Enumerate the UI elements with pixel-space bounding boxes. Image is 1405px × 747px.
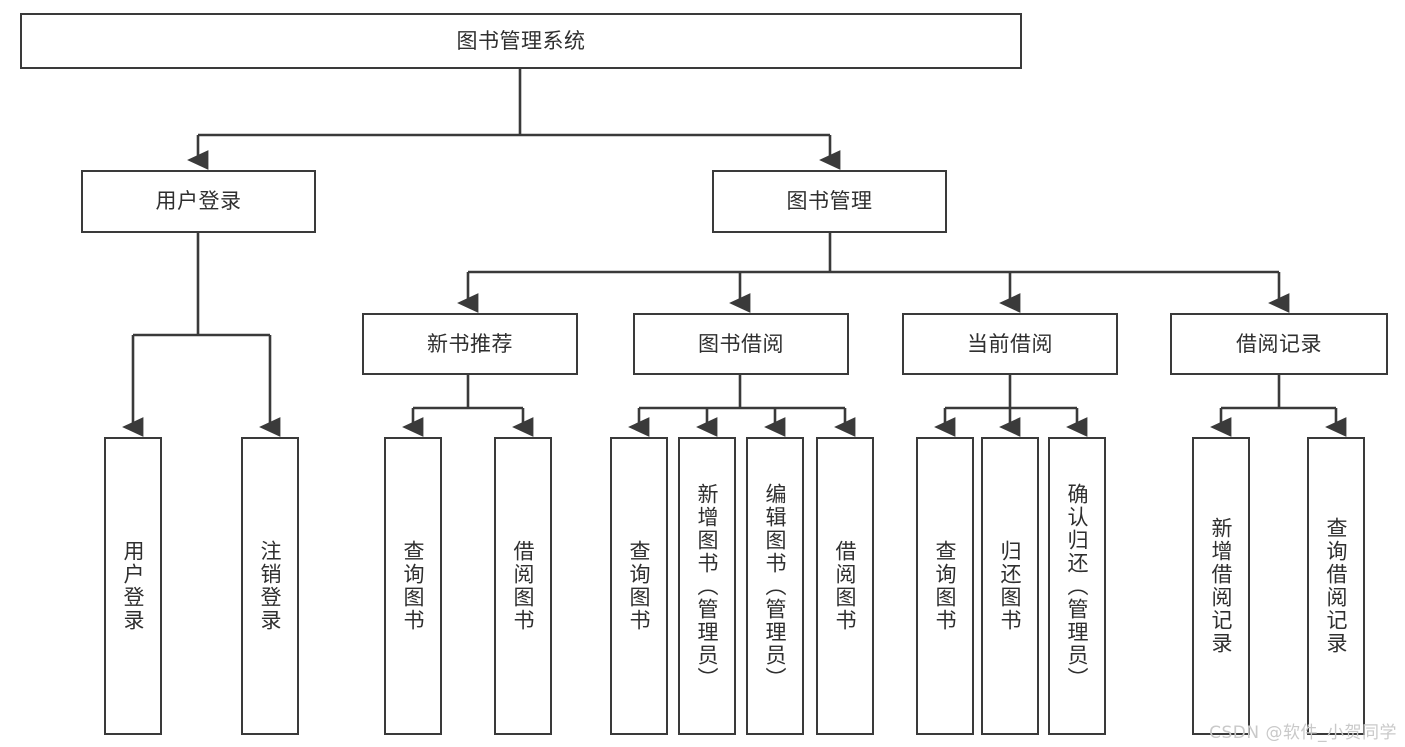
- node-new-book-rec[interactable]: 新书推荐: [362, 313, 578, 375]
- leaf-query-book-1-label: 查询图书: [401, 540, 426, 632]
- leaf-edit-book-label: 编辑图书（管理员）: [763, 482, 788, 690]
- leaf-return-book[interactable]: 归还图书: [981, 437, 1039, 735]
- node-book-manage-label: 图书管理: [786, 189, 873, 214]
- node-borrow-record-label: 借阅记录: [1236, 331, 1322, 356]
- leaf-add-book-label: 新增图书（管理员）: [695, 482, 720, 690]
- leaf-confirm-return[interactable]: 确认归还（管理员）: [1048, 437, 1106, 735]
- leaf-confirm-return-label: 确认归还（管理员）: [1065, 482, 1090, 690]
- node-user-login-label: 用户登录: [155, 189, 242, 214]
- node-book-borrow-label: 图书借阅: [698, 331, 784, 356]
- leaf-query-book-2[interactable]: 查询图书: [610, 437, 668, 735]
- leaf-edit-book[interactable]: 编辑图书（管理员）: [746, 437, 804, 735]
- leaf-borrow-book-1[interactable]: 借阅图书: [494, 437, 552, 735]
- leaf-user-logout-label: 注销登录: [258, 540, 283, 632]
- node-root-label: 图书管理系统: [456, 28, 586, 53]
- leaf-return-book-label: 归还图书: [998, 540, 1023, 632]
- node-current-borrow[interactable]: 当前借阅: [902, 313, 1118, 375]
- leaf-query-book-1[interactable]: 查询图书: [384, 437, 442, 735]
- leaf-borrow-book-2-label: 借阅图书: [833, 540, 858, 632]
- node-new-book-rec-label: 新书推荐: [427, 331, 513, 356]
- leaf-query-book-2-label: 查询图书: [627, 540, 652, 632]
- leaf-add-record-label: 新增借阅记录: [1209, 517, 1234, 655]
- leaf-borrow-book-2[interactable]: 借阅图书: [816, 437, 874, 735]
- node-book-manage[interactable]: 图书管理: [712, 170, 947, 233]
- leaf-user-logout[interactable]: 注销登录: [241, 437, 299, 735]
- node-current-borrow-label: 当前借阅: [967, 331, 1053, 356]
- leaf-query-book-3-label: 查询图书: [933, 540, 958, 632]
- node-root[interactable]: 图书管理系统: [20, 13, 1022, 69]
- leaf-add-record[interactable]: 新增借阅记录: [1192, 437, 1250, 735]
- node-user-login[interactable]: 用户登录: [81, 170, 316, 233]
- leaf-borrow-book-1-label: 借阅图书: [511, 540, 536, 632]
- leaf-query-book-3[interactable]: 查询图书: [916, 437, 974, 735]
- node-borrow-record[interactable]: 借阅记录: [1170, 313, 1388, 375]
- leaf-query-record[interactable]: 查询借阅记录: [1307, 437, 1365, 735]
- leaf-user-login[interactable]: 用户登录: [104, 437, 162, 735]
- leaf-add-book[interactable]: 新增图书（管理员）: [678, 437, 736, 735]
- node-book-borrow[interactable]: 图书借阅: [633, 313, 849, 375]
- csdn-watermark: CSDN @软件_小贺同学: [1209, 723, 1397, 743]
- leaf-user-login-label: 用户登录: [121, 540, 146, 632]
- leaf-query-record-label: 查询借阅记录: [1324, 517, 1349, 655]
